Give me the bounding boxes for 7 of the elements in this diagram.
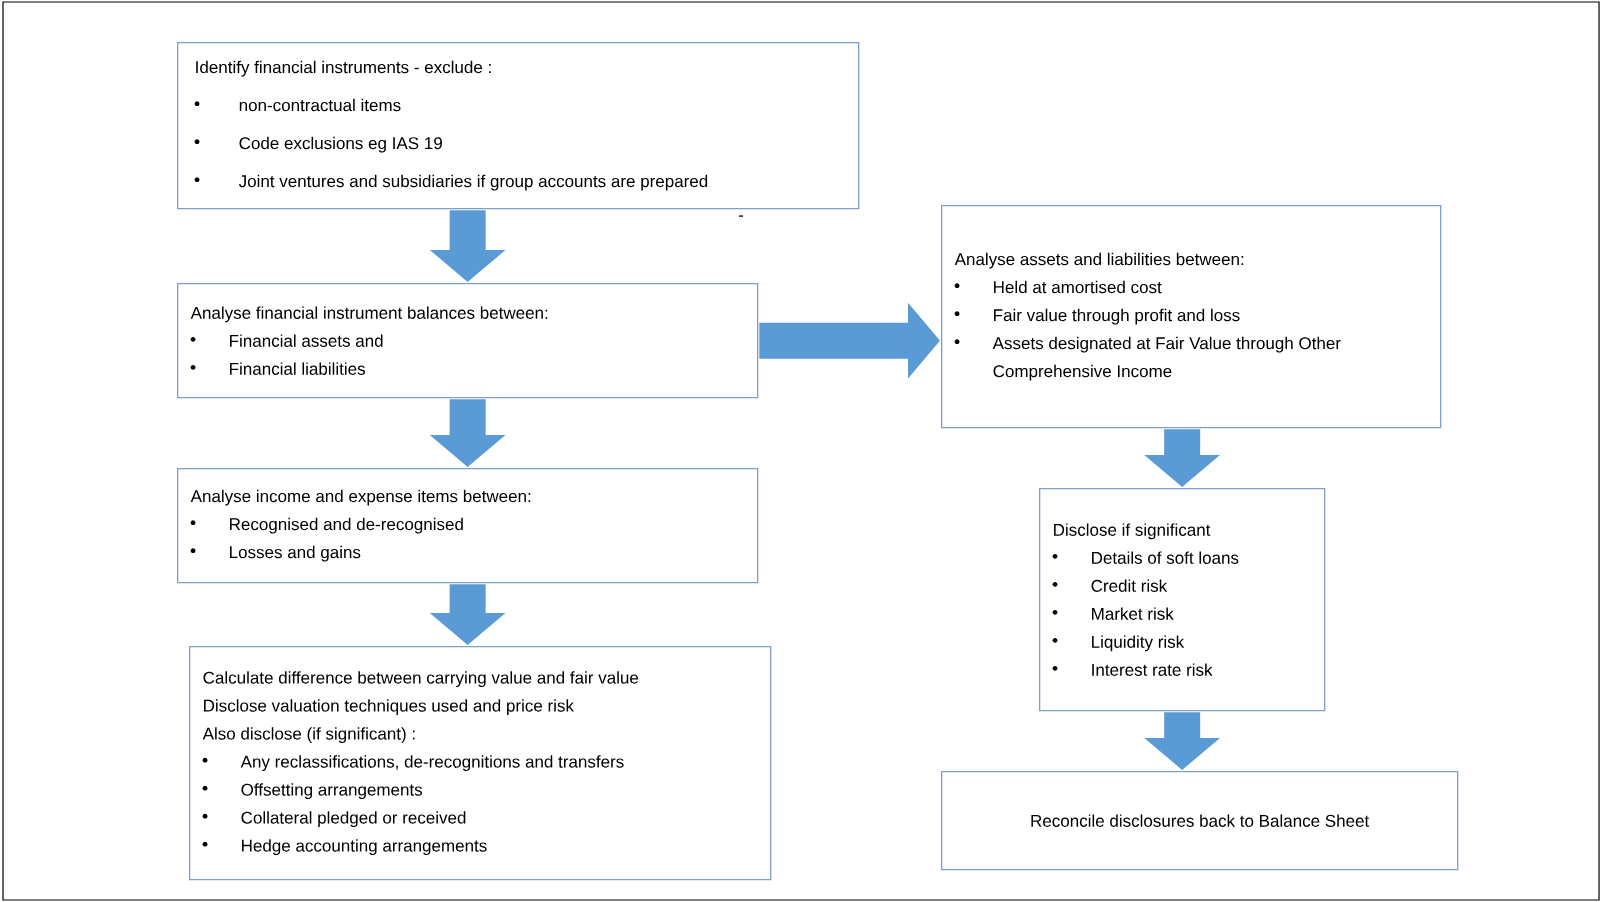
process-box: Disclose if significant Details of soft loans Credit risk Market risk Liquidity risk Interest rate risk xyxy=(1039,488,1326,712)
process-box: Analyse financial instrument balances between: Financial assets and Financial liabilities xyxy=(177,283,759,399)
process-box: Identify financial instruments - exclude : non-contractual items Code exclusions eg IAS 19 Joint ventures and subsidiaries if group accounts are prepared xyxy=(177,42,860,210)
process-box: Analyse assets and liabilities between: Held at amortised cost Fair value through profit and loss Assets designated at Fair Value through Other Comprehensive Income xyxy=(941,205,1442,429)
process-box: Reconcile disclosures back to Balance Sheet xyxy=(941,771,1459,871)
process-box: Analyse income and expense items between: Recognised and de-recognised Losses and gains xyxy=(177,468,759,584)
process-box: Calculate difference between carrying value and fair value Disclose valuation techniques used and price risk Also disclose (if significant) : Any reclassifications, de-recognitions and transfers Offsetting arrangements Collateral pledged or received Hedge accounting arrangements xyxy=(189,646,772,881)
